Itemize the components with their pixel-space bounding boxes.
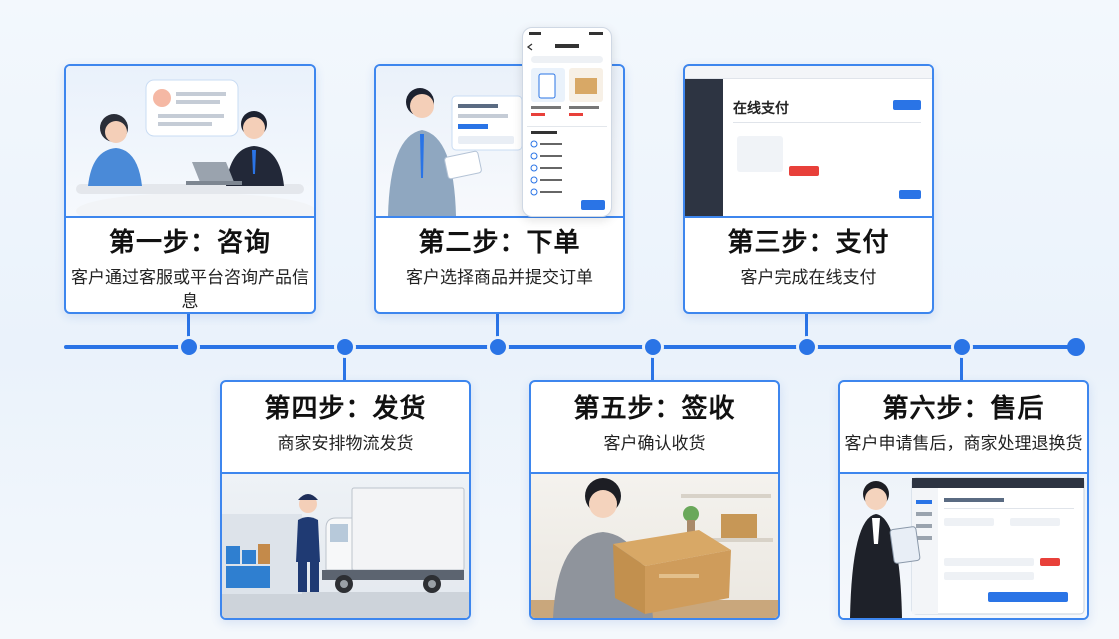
step-card-1: 第一步：咨询 客户通过客服或平台咨询产品信息 — [64, 64, 316, 314]
step-5-title: 第五步：签收 — [573, 394, 736, 424]
step-card-5: 第五步：签收 客户确认收货 — [529, 380, 780, 620]
step-1-description: 客户通过客服或平台咨询产品信息 — [71, 268, 309, 312]
step-2-description: 客户选择商品并提交订单 — [406, 268, 593, 288]
payment-screen-topbar — [685, 66, 932, 79]
step-6-divider — [840, 472, 1087, 474]
step-5-divider — [531, 472, 778, 474]
timeline-stem-2 — [496, 312, 499, 348]
step-6-title: 第六步：售后 — [882, 394, 1045, 424]
step-2-divider — [376, 216, 623, 218]
step-6-description: 客户申请售后，商家处理退换货 — [844, 434, 1083, 454]
timeline-dot-6 — [954, 339, 970, 355]
step-3-divider — [685, 216, 932, 218]
step-card-3: 在线支付 第三步：支付 客户完成在线支付 — [683, 64, 934, 314]
payment-screen-sidebar — [685, 66, 723, 216]
timeline-line — [64, 345, 1076, 349]
after-sales-illustration — [840, 474, 1087, 618]
step-4-title: 第四步：发货 — [264, 394, 427, 424]
step-card-4: 第四步：发货 商家安排物流发货 — [220, 380, 471, 620]
payment-screen-button — [893, 100, 921, 110]
timeline-stem-1 — [187, 312, 190, 348]
step-1-title: 第一步：咨询 — [108, 228, 271, 258]
step-4-divider — [222, 472, 469, 474]
payment-screen-title: 在线支付 — [733, 101, 789, 117]
timeline-end-dot — [1067, 338, 1085, 356]
receipt-illustration — [531, 474, 778, 618]
timeline-dot-5 — [799, 339, 815, 355]
payment-screen-illustration: 在线支付 — [685, 66, 932, 216]
timeline-stem-5 — [651, 347, 654, 381]
payment-tabs — [733, 122, 921, 123]
shipping-illustration — [222, 474, 469, 618]
step-3-description: 客户完成在线支付 — [740, 268, 877, 288]
timeline-dot-4 — [645, 339, 661, 355]
payment-confirm-button — [899, 190, 921, 199]
timeline-stem-4 — [343, 347, 346, 381]
timeline-stem-6 — [960, 347, 963, 381]
step-3-title: 第三步：支付 — [727, 228, 890, 258]
step-1-divider — [66, 216, 314, 218]
step-2-title: 第二步：下单 — [418, 228, 581, 258]
step-card-6: 第六步：售后 客户申请售后，商家处理退换货 — [838, 380, 1089, 620]
timeline-dot-1 — [181, 339, 197, 355]
payment-product-image — [737, 136, 783, 172]
consultation-illustration — [66, 66, 314, 216]
timeline-dot-3 — [490, 339, 506, 355]
step-4-description: 商家安排物流发货 — [277, 434, 414, 454]
phone-mockup — [522, 27, 612, 217]
timeline-stem-3 — [805, 312, 808, 348]
timeline-dot-2 — [337, 339, 353, 355]
payment-red-button — [789, 166, 819, 176]
step-5-description: 客户确认收货 — [603, 434, 706, 454]
